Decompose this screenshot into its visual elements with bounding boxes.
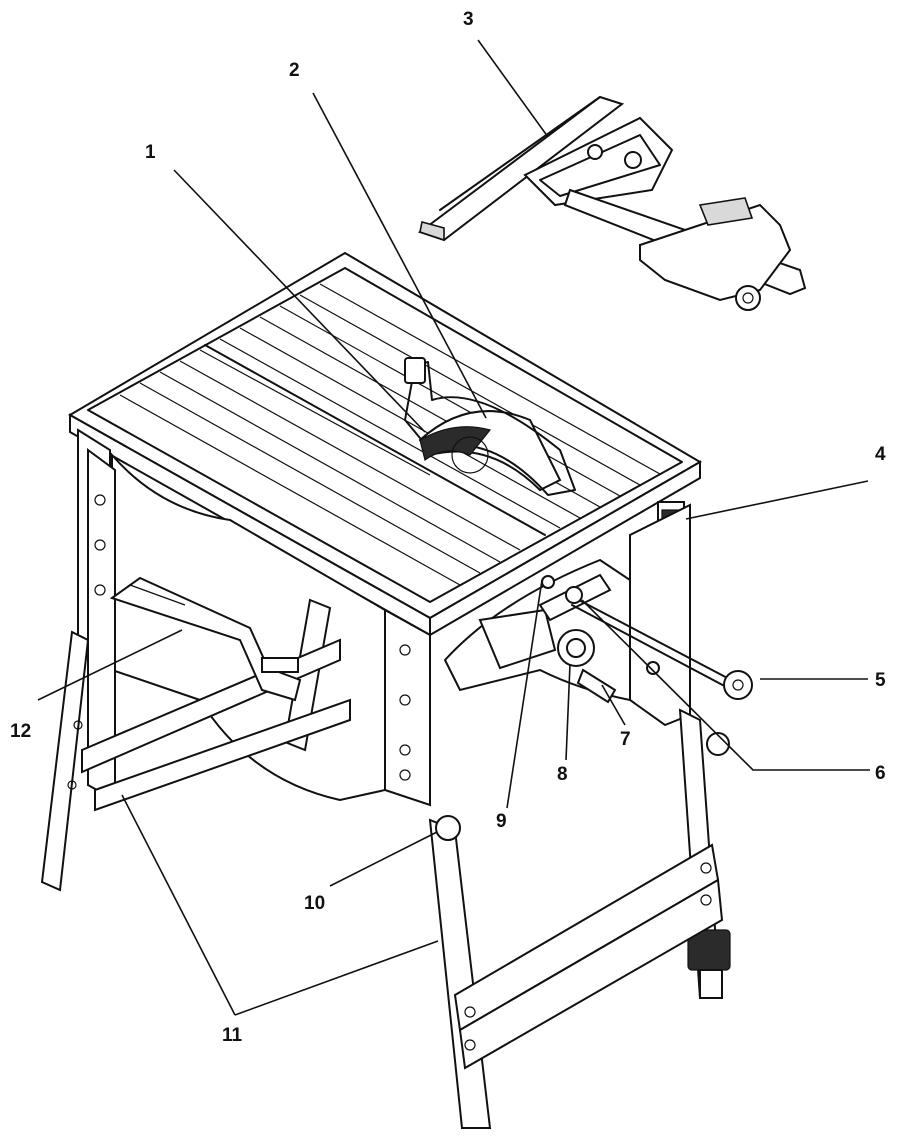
callout-10: 10 — [304, 893, 325, 914]
leader-11a — [121, 794, 236, 1016]
callout-4: 4 — [875, 444, 886, 465]
callout-11: 11 — [222, 1025, 243, 1046]
leader-11b — [234, 940, 439, 1016]
callout-7: 7 — [620, 729, 631, 750]
callout-8: 8 — [557, 764, 568, 785]
leader-2 — [312, 92, 487, 419]
callout-1: 1 — [145, 142, 156, 163]
leader-3 — [477, 39, 549, 138]
rip-fence-stored — [109, 576, 302, 702]
callout-labels: 1 2 3 4 5 6 7 8 9 10 11 12 — [10, 9, 886, 1046]
controls — [478, 573, 753, 756]
leader-6 — [581, 599, 870, 771]
callout-5: 5 — [875, 670, 886, 691]
table-top — [67, 251, 702, 637]
leader-lines — [37, 39, 870, 1016]
callout-2: 2 — [289, 60, 300, 81]
callout-9: 9 — [496, 811, 507, 832]
miter-gauge — [417, 95, 807, 311]
callout-3: 3 — [463, 9, 474, 30]
callout-6: 6 — [875, 763, 886, 784]
leader-10 — [329, 831, 438, 887]
blade-assembly — [404, 357, 576, 496]
callout-12: 12 — [10, 721, 31, 742]
leader-4 — [685, 480, 869, 520]
leader-7 — [601, 684, 626, 726]
leader-12 — [37, 629, 183, 701]
leader-9 — [506, 579, 543, 809]
leader-1 — [173, 169, 426, 433]
leader-8 — [565, 663, 571, 761]
